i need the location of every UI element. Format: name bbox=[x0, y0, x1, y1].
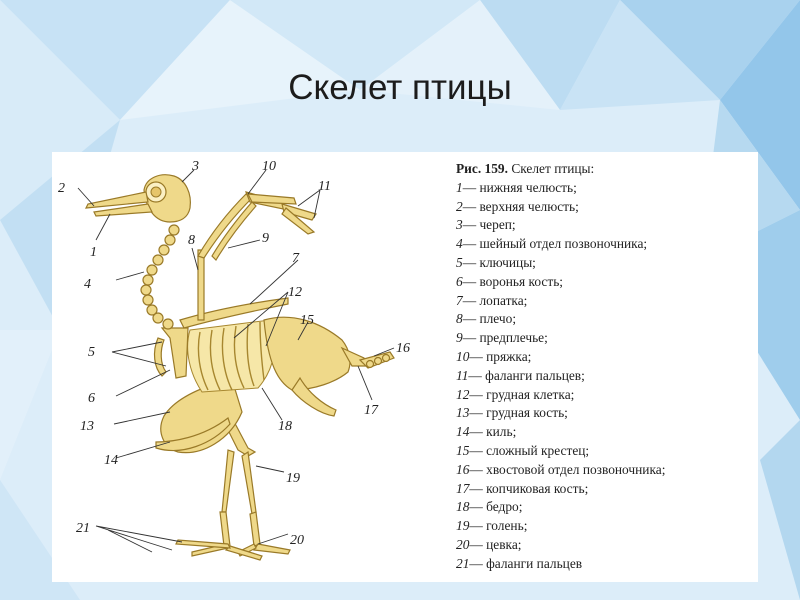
legend-item-text: — верхняя челюсть; bbox=[463, 199, 579, 214]
legend-item-text: — цевка; bbox=[469, 537, 521, 552]
legend-item-number: 4 bbox=[456, 236, 463, 251]
diagram-label-21: 21 bbox=[76, 521, 90, 536]
diagram-label-8: 8 bbox=[188, 233, 195, 248]
legend-item-number: 20 bbox=[456, 537, 469, 552]
legend-item-text: — ключицы; bbox=[463, 255, 536, 270]
figure-caption: Рис. 159. Скелет птицы: bbox=[456, 160, 756, 179]
legend-item: 4— шейный отдел позвоночника; bbox=[456, 235, 756, 254]
diagram-label-6: 6 bbox=[88, 391, 95, 406]
diagram-label-13: 13 bbox=[80, 419, 94, 434]
caption-number: Рис. 159. bbox=[456, 161, 508, 176]
legend-item-text: — бедро; bbox=[469, 499, 522, 514]
legend-item-number: 1 bbox=[456, 180, 463, 195]
legend-item: 3— череп; bbox=[456, 216, 756, 235]
diagram-label-9: 9 bbox=[262, 231, 269, 246]
diagram-label-15: 15 bbox=[300, 313, 314, 328]
diagram-label-12: 12 bbox=[288, 285, 302, 300]
legend-item-number: 16 bbox=[456, 462, 469, 477]
legend-item-number: 3 bbox=[456, 217, 463, 232]
legend-item-number: 7 bbox=[456, 293, 463, 308]
legend-item: 15— сложный крестец; bbox=[456, 442, 756, 461]
legend-item: 1— нижняя челюсть; bbox=[456, 179, 756, 198]
diagram-label-4: 4 bbox=[84, 277, 91, 292]
legend-item-text: — хвостовой отдел позвоночника; bbox=[469, 462, 665, 477]
diagram-label-7: 7 bbox=[292, 251, 300, 266]
legend-item-text: — грудная клетка; bbox=[469, 387, 574, 402]
legend-item: 8— плечо; bbox=[456, 310, 756, 329]
caption-text: Скелет птицы: bbox=[511, 161, 594, 176]
legend-item: 16— хвостовой отдел позвоночника; bbox=[456, 461, 756, 480]
diagram-label-3: 3 bbox=[191, 159, 199, 174]
legend-item-text: — предплечье; bbox=[463, 330, 548, 345]
legend-item: 17— копчиковая кость; bbox=[456, 480, 756, 499]
legend-item-number: 17 bbox=[456, 481, 469, 496]
legend-item: 20— цевка; bbox=[456, 536, 756, 555]
legend-item-number: 6 bbox=[456, 274, 463, 289]
legend-item-text: — фаланги пальцев; bbox=[468, 368, 584, 383]
legend-item-number: 21 bbox=[456, 556, 469, 571]
legend-item-number: 13 bbox=[456, 405, 469, 420]
legend-item-text: — воронья кость; bbox=[463, 274, 563, 289]
legend-item-text: — копчиковая кость; bbox=[469, 481, 588, 496]
diagram-label-14: 14 bbox=[104, 453, 118, 468]
legend-item: 12— грудная клетка; bbox=[456, 386, 756, 405]
diagram-label-20: 20 bbox=[290, 533, 304, 548]
legend-item-number: 19 bbox=[456, 518, 469, 533]
legend-item: 9— предплечье; bbox=[456, 329, 756, 348]
diagram-label-2: 2 bbox=[58, 181, 65, 196]
diagram-label-17: 17 bbox=[364, 403, 379, 418]
slide-title: Скелет птицы bbox=[0, 68, 800, 108]
legend-item: 2— верхняя челюсть; bbox=[456, 198, 756, 217]
legend-item-number: 11 bbox=[456, 368, 468, 383]
legend-item: 6— воронья кость; bbox=[456, 273, 756, 292]
legend-item-number: 2 bbox=[456, 199, 463, 214]
legend-item-text: — грудная кость; bbox=[469, 405, 568, 420]
legend-item-text: — киль; bbox=[469, 424, 516, 439]
legend-item-number: 8 bbox=[456, 311, 463, 326]
diagram-label-19: 19 bbox=[286, 471, 300, 486]
legend-item: 10— пряжка; bbox=[456, 348, 756, 367]
legend-item: 14— киль; bbox=[456, 423, 756, 442]
legend-item-number: 18 bbox=[456, 499, 469, 514]
diagram-label-1: 1 bbox=[90, 245, 97, 260]
legend-item-text: — шейный отдел позвоночника; bbox=[463, 236, 647, 251]
legend-item-text: — сложный крестец; bbox=[469, 443, 589, 458]
legend-item-number: 12 bbox=[456, 387, 469, 402]
figure-legend: Рис. 159. Скелет птицы: 1— нижняя челюст… bbox=[456, 160, 756, 574]
legend-item-number: 10 bbox=[456, 349, 469, 364]
diagram-label-10: 10 bbox=[262, 159, 276, 174]
diagram-label-11: 11 bbox=[318, 179, 331, 194]
legend-item-text: — лопатка; bbox=[463, 293, 528, 308]
legend-item-text: — череп; bbox=[463, 217, 516, 232]
legend-item-number: 5 bbox=[456, 255, 463, 270]
diagram-label-18: 18 bbox=[278, 419, 292, 434]
legend-item: 7— лопатка; bbox=[456, 292, 756, 311]
legend-item: 13— грудная кость; bbox=[456, 404, 756, 423]
legend-item-number: 15 bbox=[456, 443, 469, 458]
legend-item-number: 14 bbox=[456, 424, 469, 439]
legend-item-text: — голень; bbox=[469, 518, 527, 533]
legend-item: 18— бедро; bbox=[456, 498, 756, 517]
figure-panel: 2 1 3 10 11 8 9 4 7 12 15 16 5 6 17 13 1… bbox=[52, 152, 758, 582]
legend-item-number: 9 bbox=[456, 330, 463, 345]
legend-item: 11— фаланги пальцев; bbox=[456, 367, 756, 386]
legend-item: 21— фаланги пальцев bbox=[456, 555, 756, 574]
legend-item: 19— голень; bbox=[456, 517, 756, 536]
legend-item: 5— ключицы; bbox=[456, 254, 756, 273]
diagram-label-5: 5 bbox=[88, 345, 95, 360]
skeleton-bones bbox=[86, 175, 394, 560]
legend-item-text: — пряжка; bbox=[469, 349, 531, 364]
legend-item-text: — фаланги пальцев bbox=[469, 556, 582, 571]
legend-item-text: — нижняя челюсть; bbox=[463, 180, 577, 195]
bird-skeleton-diagram: 2 1 3 10 11 8 9 4 7 12 15 16 5 6 17 13 1… bbox=[52, 152, 452, 582]
diagram-label-16: 16 bbox=[396, 341, 410, 356]
legend-item-text: — плечо; bbox=[463, 311, 516, 326]
